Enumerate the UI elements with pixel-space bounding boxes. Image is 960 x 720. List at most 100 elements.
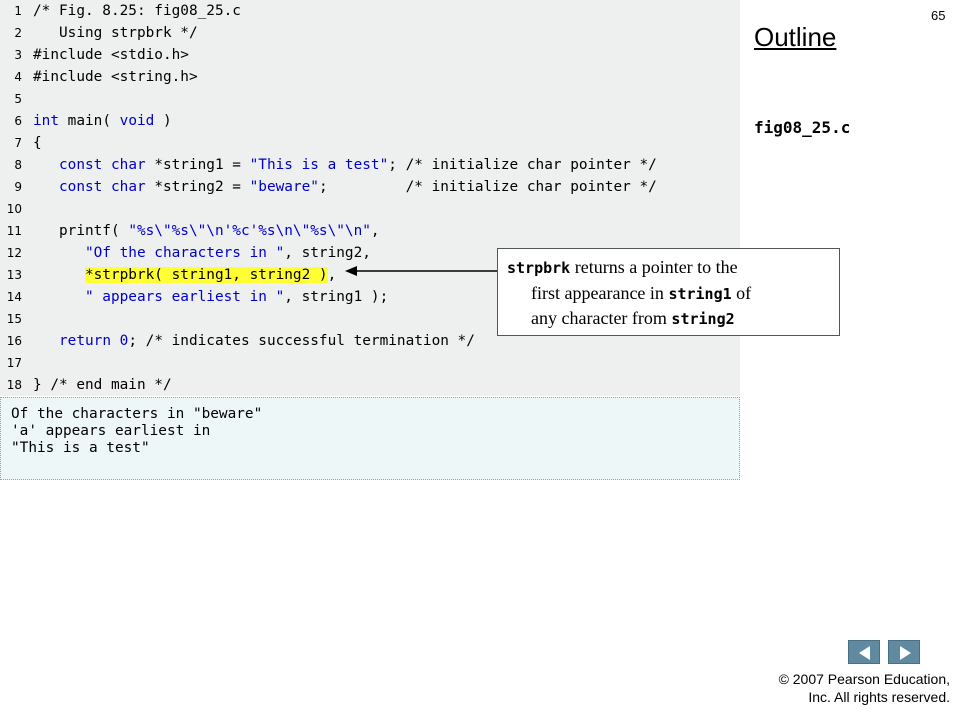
line-number: 1 bbox=[14, 4, 22, 18]
triangle-left-icon bbox=[859, 646, 870, 660]
code-text: const char *string1 = "This is a test"; … bbox=[33, 154, 657, 176]
code-token: char bbox=[111, 157, 146, 173]
code-text: Using strpbrk */ bbox=[33, 22, 198, 44]
code-token: char bbox=[111, 179, 146, 195]
line-number: 15 bbox=[6, 312, 22, 326]
program-output: Of the characters in "beware"'a' appears… bbox=[0, 397, 740, 480]
code-token: } /* end main */ bbox=[33, 377, 172, 393]
code-token: void bbox=[119, 113, 155, 129]
output-line: Of the characters in "beware" bbox=[11, 406, 263, 422]
code-line: 12 "Of the characters in ", string2, bbox=[0, 242, 740, 264]
copyright-notice: © 2007 Pearson Education, Inc. All right… bbox=[779, 670, 950, 706]
code-token bbox=[33, 245, 85, 261]
callout-code-string1: string1 bbox=[668, 285, 732, 303]
code-line: 10 bbox=[0, 198, 740, 220]
code-line: 14 " appears earliest in ", string1 ); bbox=[0, 286, 740, 308]
line-number: 4 bbox=[14, 70, 22, 84]
code-token: #include <string.h> bbox=[33, 69, 198, 85]
code-text: const char *string2 = "beware"; /* initi… bbox=[33, 176, 657, 198]
code-token: { bbox=[33, 135, 42, 151]
code-token bbox=[33, 289, 85, 305]
next-slide-button[interactable] bbox=[888, 640, 920, 664]
code-token bbox=[33, 333, 59, 349]
callout-text-3: any character from bbox=[531, 308, 672, 328]
callout-line-1: strpbrk returns a pointer to the bbox=[507, 254, 738, 281]
code-line: 4 #include <string.h> bbox=[0, 66, 740, 88]
code-token bbox=[102, 157, 111, 173]
code-token bbox=[102, 179, 111, 195]
code-line: 2 Using strpbrk */ bbox=[0, 22, 740, 44]
line-number: 17 bbox=[6, 356, 22, 370]
code-token bbox=[33, 267, 85, 283]
code-text: " appears earliest in ", string1 ); bbox=[33, 286, 388, 308]
code-text: { bbox=[33, 132, 42, 154]
line-number: 7 bbox=[14, 136, 22, 150]
code-token: , bbox=[327, 267, 337, 283]
code-token: #include <stdio.h> bbox=[33, 47, 189, 63]
callout-line-3: any character from string2 bbox=[531, 305, 735, 332]
code-token: return bbox=[59, 333, 111, 349]
code-token: "This is a test" bbox=[249, 157, 389, 173]
file-label: fig08_25.c bbox=[754, 118, 851, 137]
code-token: int bbox=[33, 113, 59, 129]
line-number: 5 bbox=[14, 92, 22, 106]
line-number: 18 bbox=[6, 378, 22, 392]
code-text: #include <string.h> bbox=[33, 66, 198, 88]
code-token: , bbox=[370, 223, 380, 239]
code-token: printf( bbox=[33, 223, 129, 239]
code-token: ; /* initialize char pointer */ bbox=[318, 179, 657, 195]
code-listing: 1 /* Fig. 8.25: fig08_25.c 2 Using strpbrk… bbox=[0, 0, 740, 396]
line-number: 2 bbox=[14, 26, 22, 40]
code-token: " appears earliest in " bbox=[84, 289, 285, 305]
code-line: 15 bbox=[0, 308, 740, 330]
code-token: "Of the characters in " bbox=[84, 245, 285, 261]
code-line: 13 *strpbrk( string1, string2 ), bbox=[0, 264, 740, 286]
code-line: 11 printf( "%s\"%s\"\n'%c'%s\n\"%s\"\n", bbox=[0, 220, 740, 242]
code-token: ; /* indicates successful termination */ bbox=[128, 333, 475, 349]
code-token: 0 bbox=[119, 333, 129, 349]
copyright-line-2: Inc. All rights reserved. bbox=[808, 689, 950, 705]
output-line: "This is a test" bbox=[11, 440, 150, 456]
code-token: *string1 = bbox=[145, 157, 250, 173]
code-line: 8 const char *string1 = "This is a test"… bbox=[0, 154, 740, 176]
code-token: const bbox=[59, 179, 103, 195]
code-line: 7{ bbox=[0, 132, 740, 154]
callout-line-2: first appearance in string1 of bbox=[531, 280, 751, 307]
line-number: 14 bbox=[6, 290, 22, 304]
callout-function-name: strpbrk bbox=[507, 259, 571, 277]
code-text: /* Fig. 8.25: fig08_25.c bbox=[33, 0, 241, 22]
code-text: return 0; /* indicates successful termin… bbox=[33, 330, 475, 352]
triangle-right-icon bbox=[900, 646, 911, 660]
line-number: 3 bbox=[14, 48, 22, 62]
callout-text-2-tail: of bbox=[731, 283, 752, 303]
code-token: /* Fig. 8.25: fig08_25.c bbox=[33, 3, 241, 19]
code-token: "%s\"%s\"\n'%c'%s\n\"%s\"\n" bbox=[128, 223, 371, 239]
code-token bbox=[33, 179, 59, 195]
code-token: Using strpbrk */ bbox=[33, 25, 198, 41]
code-line: 1 /* Fig. 8.25: fig08_25.c bbox=[0, 0, 740, 22]
code-text: } /* end main */ bbox=[33, 374, 172, 396]
code-line: 9 const char *string2 = "beware"; /* ini… bbox=[0, 176, 740, 198]
code-line: 5 bbox=[0, 88, 740, 110]
slide-number: 65 bbox=[931, 8, 946, 23]
code-token bbox=[111, 333, 120, 349]
line-number: 11 bbox=[6, 224, 22, 238]
callout-code-string2: string2 bbox=[671, 310, 735, 328]
code-token: main( bbox=[59, 113, 120, 129]
output-line: 'a' appears earliest in bbox=[11, 423, 211, 439]
callout-text-1: returns a pointer to the bbox=[570, 257, 738, 277]
code-line: 3 #include <stdio.h> bbox=[0, 44, 740, 66]
code-token: *string2 = bbox=[145, 179, 250, 195]
code-token: ) bbox=[154, 113, 172, 129]
code-text: int main( void ) bbox=[33, 110, 172, 132]
callout-box: strpbrk returns a pointer to the first a… bbox=[497, 248, 840, 336]
code-text: "Of the characters in ", string2, bbox=[33, 242, 371, 264]
code-text: printf( "%s\"%s\"\n'%c'%s\n\"%s\"\n", bbox=[33, 220, 380, 242]
code-token: , string1 ); bbox=[284, 289, 389, 305]
code-line: 17 bbox=[0, 352, 740, 374]
line-number: 9 bbox=[14, 180, 22, 194]
line-number: 16 bbox=[6, 334, 22, 348]
previous-slide-button[interactable] bbox=[848, 640, 880, 664]
code-line: 18 } /* end main */ bbox=[0, 374, 740, 396]
